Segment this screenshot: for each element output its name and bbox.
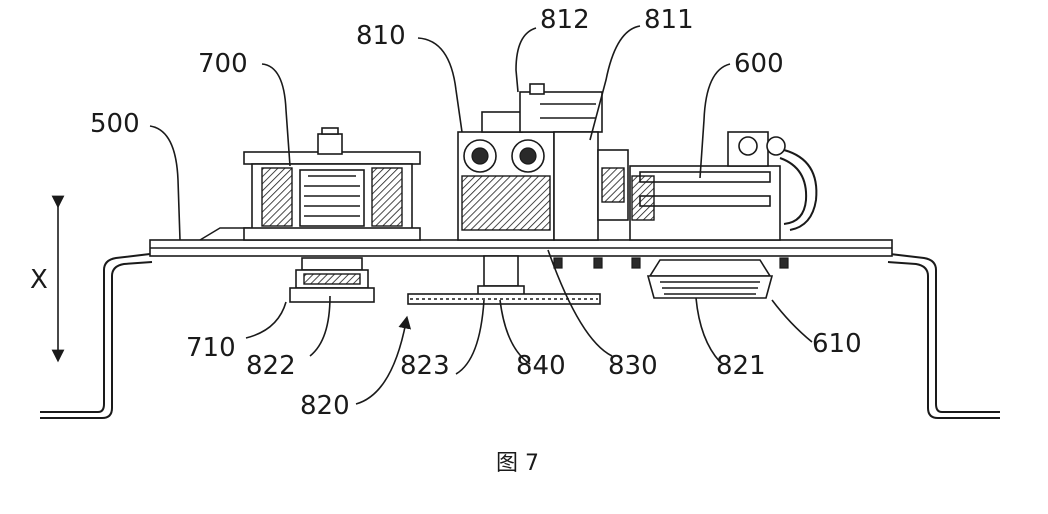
label-810: 810 bbox=[356, 21, 406, 51]
label-710: 710 bbox=[186, 333, 236, 363]
label-821: 821 bbox=[716, 351, 766, 381]
label-822: 822 bbox=[246, 351, 296, 381]
x-direction-arrow: X bbox=[30, 202, 58, 356]
x-axis-label: X bbox=[30, 265, 48, 295]
under-assembly bbox=[290, 256, 788, 304]
component-812 bbox=[520, 84, 602, 132]
label-610: 610 bbox=[812, 329, 862, 359]
label-811: 811 bbox=[644, 5, 694, 35]
label-700: 700 bbox=[198, 49, 248, 79]
label-830: 830 bbox=[608, 351, 658, 381]
label-840: 840 bbox=[516, 351, 566, 381]
component-700 bbox=[244, 128, 420, 240]
component-600 bbox=[630, 132, 816, 240]
label-812: 812 bbox=[540, 5, 590, 35]
figure-caption: 图 7 bbox=[496, 451, 539, 476]
label-820: 820 bbox=[300, 391, 350, 421]
label-600: 600 bbox=[734, 49, 784, 79]
component-811 bbox=[554, 132, 628, 240]
label-500: 500 bbox=[90, 109, 140, 139]
label-823: 823 bbox=[400, 351, 450, 381]
